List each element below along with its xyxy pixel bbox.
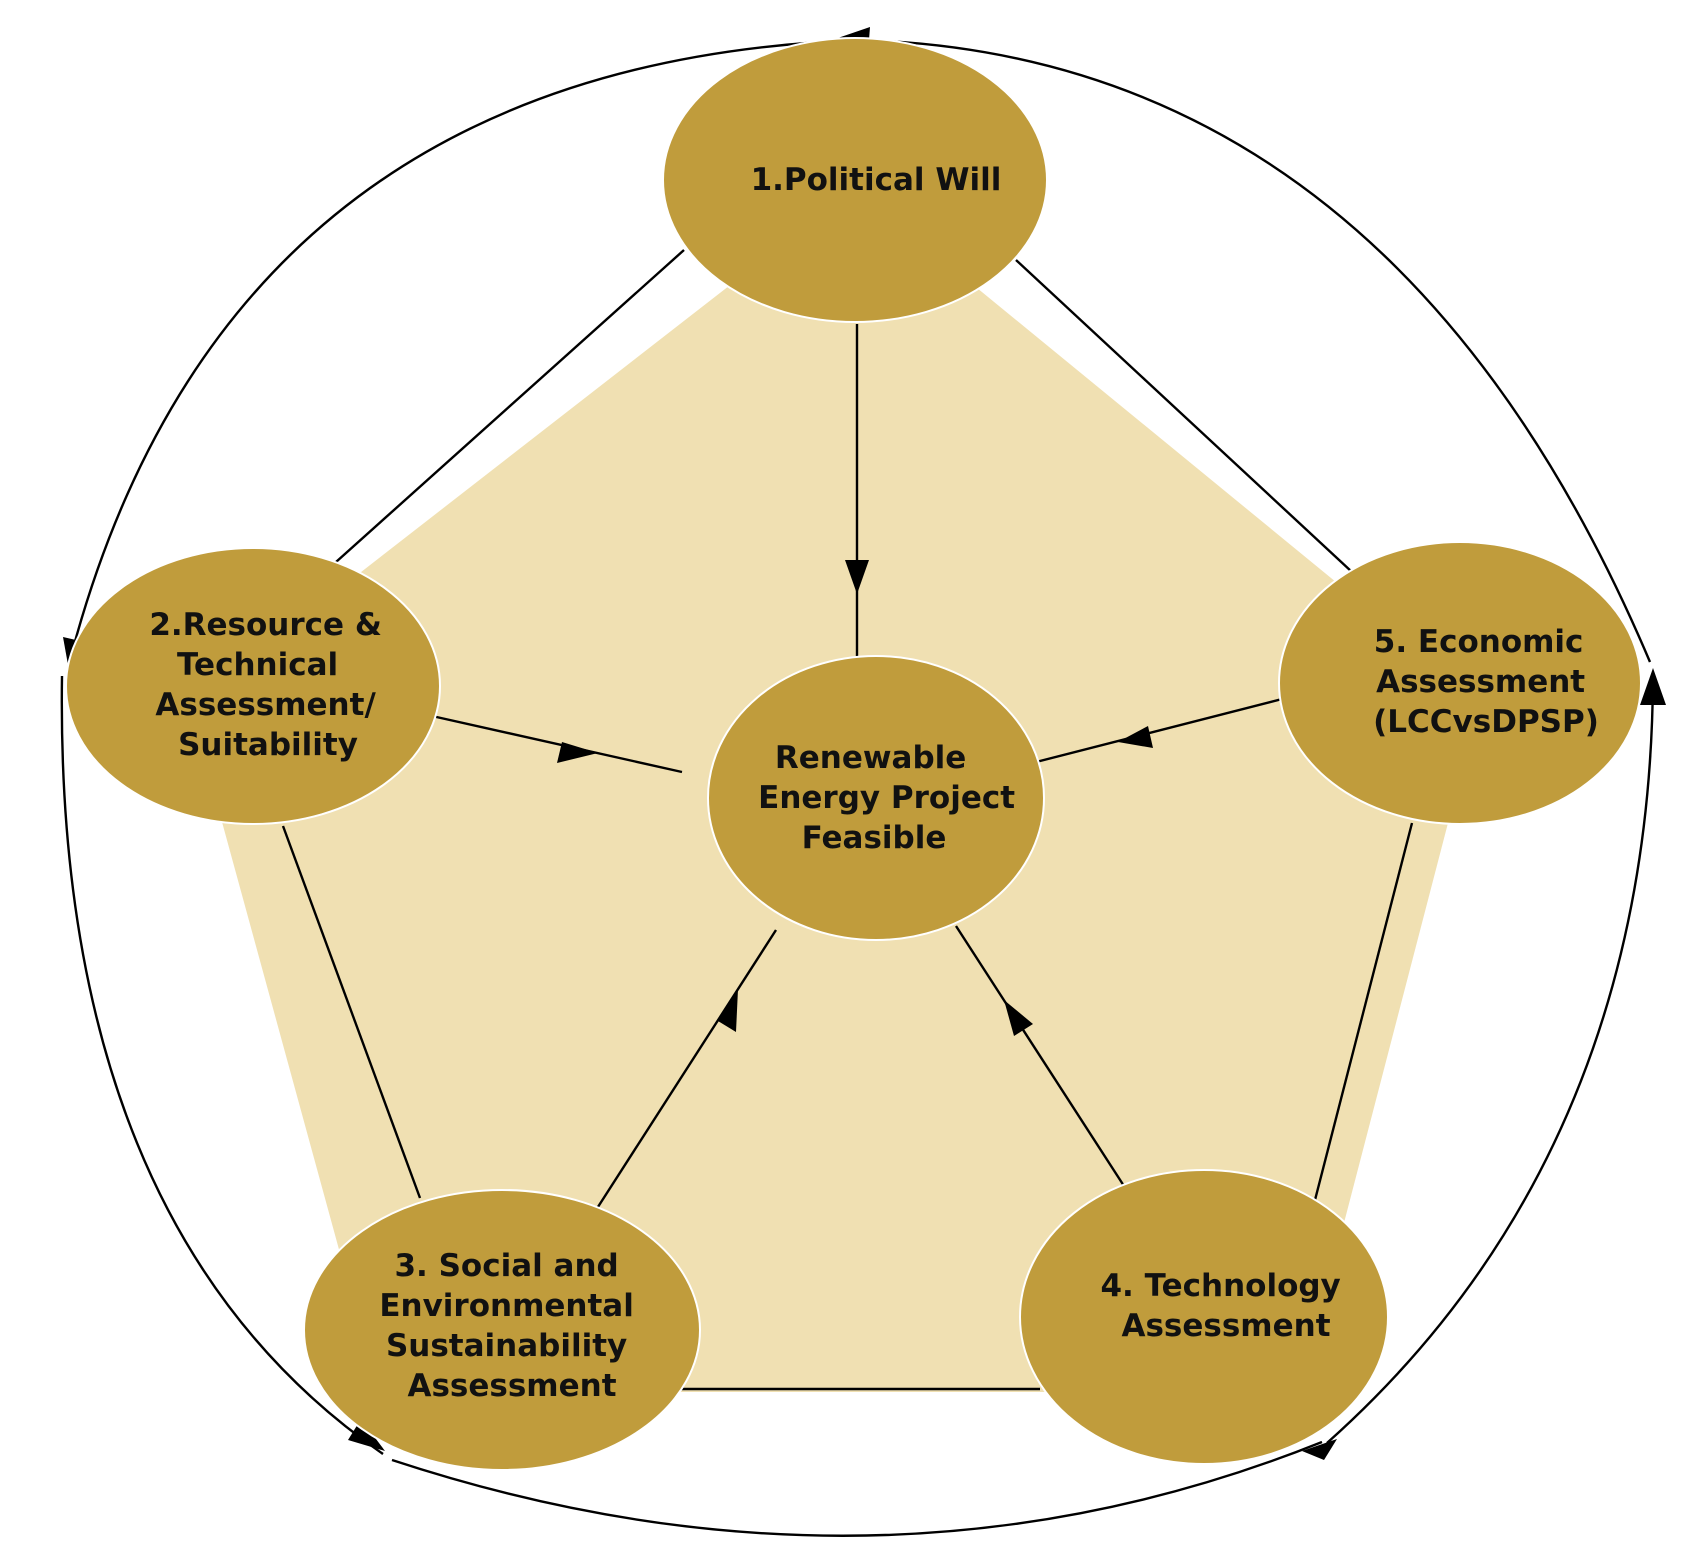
node-label-line: 1.Political Will — [751, 162, 1002, 198]
center-label-line: Energy Project — [758, 780, 1015, 816]
node-resource-technical-ellipse — [65, 547, 441, 825]
node-economic-label: 5. Economic Assessment (LCCvsDPSP) — [1373, 624, 1599, 740]
cycle-arrowhead-bottom-left — [348, 1419, 385, 1451]
edge-economic-to-technology — [1313, 822, 1414, 1201]
center-label-line: Feasible — [802, 820, 947, 856]
center-label-line: Renewable — [775, 740, 966, 776]
cycle-arrowhead-bottom-right — [1302, 1439, 1337, 1460]
cycle-arc-right-bottom — [1326, 677, 1655, 1444]
edge-political-to-resource — [335, 249, 685, 563]
node-technology[interactable]: 4. Technology Assessment — [1019, 1169, 1389, 1465]
node-label-line: 4. Technology — [1100, 1268, 1340, 1304]
spoke-social-arrowhead — [718, 989, 738, 1032]
node-label-line: Assessment — [1121, 1308, 1330, 1344]
spoke-political-arrowhead — [845, 560, 869, 594]
node-technology-label: 4. Technology Assessment — [1100, 1268, 1351, 1344]
cycle-arrowhead-right — [1640, 668, 1666, 705]
node-label-line: 5. Economic — [1374, 624, 1584, 660]
cycle-arc-left-bottom — [60, 675, 384, 1455]
node-resource-technical-label: 2.Resource & Technical Assessment/ Suita… — [149, 607, 392, 763]
center-node[interactable]: Renewable Energy Project Feasible — [707, 655, 1045, 941]
node-label-line: Environmental — [379, 1288, 634, 1324]
node-social-environmental-label: 3. Social and Environmental Sustainabili… — [379, 1248, 644, 1404]
node-social-environmental[interactable]: 3. Social and Environmental Sustainabili… — [303, 1189, 701, 1471]
edge-resource-to-social — [281, 825, 422, 1199]
node-political-will-ellipse — [662, 37, 1048, 323]
node-political-will[interactable]: 1.Political Will — [662, 37, 1048, 323]
node-label-line: Technical — [177, 647, 338, 683]
spoke-technology-arrowhead — [1004, 1000, 1033, 1036]
node-label-line: Assessment — [407, 1368, 616, 1404]
center-node-label: Renewable Energy Project Feasible — [758, 740, 1026, 856]
spoke-technology-to-center — [954, 925, 1126, 1187]
node-political-will-label: 1.Political Will — [751, 162, 1002, 198]
node-label-line: (LCCvsDPSP) — [1373, 704, 1599, 740]
spoke-economic-arrowhead — [1118, 726, 1153, 748]
node-economic-ellipse — [1278, 541, 1642, 825]
node-label-line: Suitability — [178, 727, 358, 763]
cycle-arc-top-right — [861, 38, 1652, 663]
node-economic[interactable]: 5. Economic Assessment (LCCvsDPSP) — [1278, 541, 1642, 825]
node-label-line: 2.Resource & — [149, 607, 382, 643]
center-node-ellipse — [707, 655, 1045, 941]
spoke-social-to-center — [594, 929, 778, 1211]
node-label-line: 3. Social and — [394, 1248, 618, 1284]
spoke-economic-to-center — [1035, 696, 1287, 764]
node-label-line: Sustainability — [386, 1328, 627, 1364]
edge-political-to-economic — [1015, 259, 1353, 573]
node-social-environmental-ellipse — [303, 1189, 701, 1471]
node-label-line: Assessment/ — [155, 687, 376, 723]
cycle-arc-top-left — [68, 38, 861, 661]
spoke-resource-arrowhead — [557, 742, 598, 763]
node-label-line: Assessment — [1376, 664, 1585, 700]
node-technology-ellipse — [1019, 1169, 1389, 1465]
node-resource-technical[interactable]: 2.Resource & Technical Assessment/ Suita… — [65, 547, 441, 825]
spoke-resource-to-center — [431, 714, 683, 774]
cycle-arc-bottom — [391, 1440, 1323, 1537]
